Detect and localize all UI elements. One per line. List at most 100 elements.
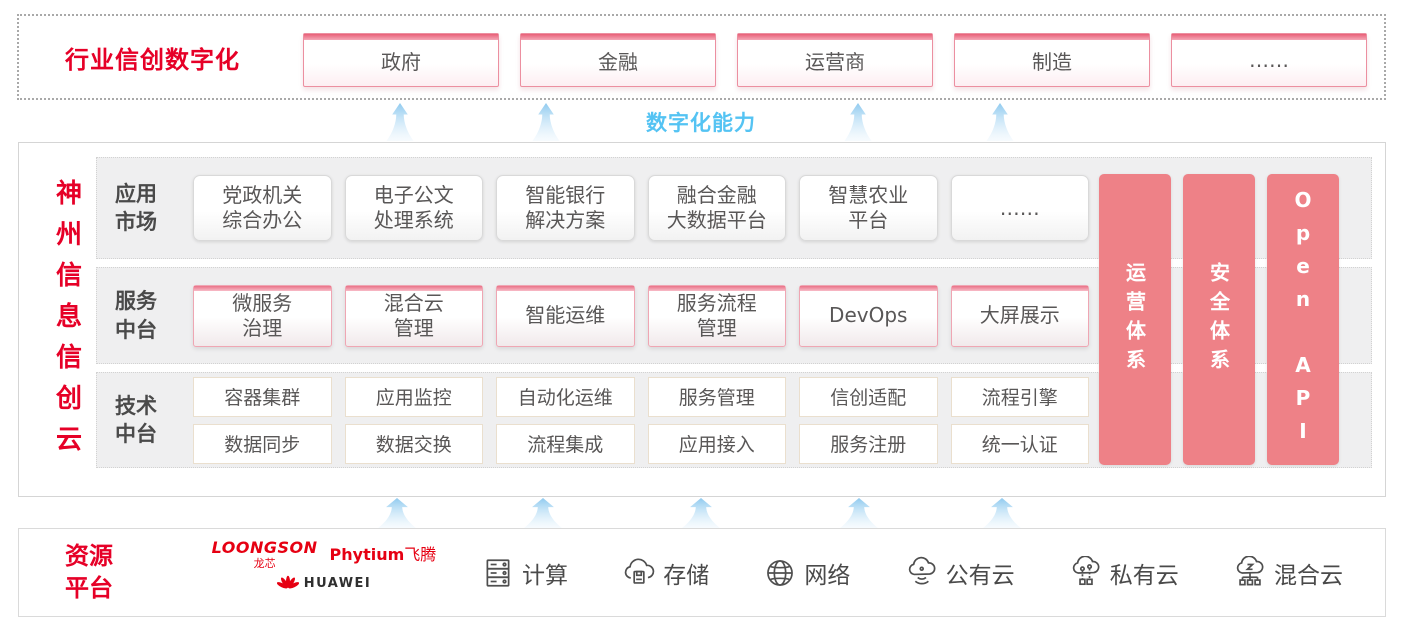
resource-items: 计算 存储 网络 xyxy=(459,529,1365,616)
resource-item-label: 混合云 xyxy=(1273,562,1343,589)
vendor-logos: LOONGSON 龙芯 Phytium飞腾 HUAWEI xyxy=(209,538,439,592)
box-accent-bar xyxy=(194,285,331,291)
service-box-label: 大屏展示 xyxy=(979,303,1060,327)
app-market-items: 党政机关 综合办公 电子公文 处理系统 智能银行 解决方案 融合金融 大数据平台… xyxy=(193,175,1089,241)
app-box: 智能银行 解决方案 xyxy=(496,175,635,241)
tech-box: 数据同步 xyxy=(193,423,332,464)
industry-box-operator: 运营商 xyxy=(737,33,933,87)
app-box: 智慧农业 平台 xyxy=(799,175,938,241)
industry-band-title: 行业信创数字化 xyxy=(65,45,240,74)
phytium-logo-text: Phytium xyxy=(329,545,405,564)
resource-item-hybrid-cloud: 混合云 xyxy=(1233,555,1343,590)
resource-item-compute: 计算 xyxy=(481,556,568,590)
box-accent-bar xyxy=(497,285,634,291)
tech-box: 服务注册 xyxy=(799,423,938,464)
resource-item-label: 公有云 xyxy=(945,562,1015,589)
box-accent-bar xyxy=(1172,34,1366,40)
box-accent-bar xyxy=(951,285,1088,291)
huawei-logo: HUAWEI xyxy=(209,575,439,592)
huawei-logo-text: HUAWEI xyxy=(303,576,372,591)
industry-box-more: …… xyxy=(1171,33,1367,87)
digital-capability-label: 数字化能力 xyxy=(646,111,756,135)
service-box: 服务流程 管理 xyxy=(647,284,786,347)
resource-item-label: 网络 xyxy=(804,562,851,589)
app-box: 电子公文 处理系统 xyxy=(344,175,483,241)
box-accent-bar xyxy=(304,34,498,40)
service-box-label: DevOps xyxy=(829,303,908,327)
huawei-flower-icon xyxy=(276,575,299,589)
box-accent-bar xyxy=(738,34,932,40)
up-arrow-icon xyxy=(532,103,560,141)
tech-box: 应用监控 xyxy=(344,376,483,417)
resource-item-label: 计算 xyxy=(522,562,568,589)
service-box: 混合云 管理 xyxy=(344,284,483,347)
resource-item-private-cloud: 私有云 xyxy=(1069,555,1179,590)
storage-icon xyxy=(624,557,655,584)
tech-box: 流程集成 xyxy=(496,423,635,464)
tech-box: 信创适配 xyxy=(799,376,938,417)
up-arrow-icon xyxy=(386,103,414,141)
box-accent-bar xyxy=(521,34,715,40)
box-accent-bar xyxy=(800,285,937,291)
tech-box: 服务管理 xyxy=(647,376,786,417)
up-arrow-icon xyxy=(844,103,872,141)
app-box: 融合金融 大数据平台 xyxy=(647,175,786,241)
industry-box-label: 运营商 xyxy=(805,49,865,74)
industry-box-label: …… xyxy=(1249,48,1289,72)
tech-box: 流程引擎 xyxy=(950,376,1089,417)
up-arrow-icon xyxy=(378,498,416,528)
tech-items: 容器集群 应用监控 自动化运维 服务管理 信创适配 流程引擎 数据同步 数据交换… xyxy=(193,376,1089,464)
side-bar-security-system: 安全体系 xyxy=(1183,174,1255,465)
loongson-logo-text: LOONGSON xyxy=(211,538,318,557)
app-box-more: …… xyxy=(950,175,1089,241)
tech-box: 自动化运维 xyxy=(496,376,635,417)
row-label-app-market: 应用 市场 xyxy=(115,181,157,234)
platform-vertical-title: 神州信息信创云 xyxy=(41,165,93,480)
service-box: 智能运维 xyxy=(496,284,635,347)
tech-items-row-1: 容器集群 应用监控 自动化运维 服务管理 信创适配 流程引擎 xyxy=(193,376,1089,417)
resource-item-network: 网络 xyxy=(763,556,850,590)
up-arrow-icon xyxy=(524,498,562,528)
service-box-label: 微服务 治理 xyxy=(232,290,293,340)
app-box: 党政机关 综合办公 xyxy=(193,175,332,241)
side-bar-open-api: Open API xyxy=(1267,174,1339,465)
loongson-logo-subtext: 龙芯 xyxy=(253,557,276,570)
tech-box: 应用接入 xyxy=(647,423,786,464)
row-label-service: 服务 中台 xyxy=(115,289,157,342)
service-platform-panel: 服务 中台 微服务 治理 混合云 管理 智能运维 服务流程 管理 DevOps … xyxy=(96,267,1372,364)
tech-platform-panel: 技术 中台 容器集群 应用监控 自动化运维 服务管理 信创适配 流程引擎 数据同… xyxy=(96,372,1372,468)
side-bar-label: 运营体系 xyxy=(1122,261,1147,378)
industry-box-label: 金融 xyxy=(598,49,638,74)
side-bar-operation-system: 运营体系 xyxy=(1099,174,1171,465)
up-arrow-icon xyxy=(840,498,878,528)
platform-vertical-title-text: 神州信息信创云 xyxy=(51,179,82,466)
phytium-logo-subtext: 飞腾 xyxy=(404,545,437,564)
service-box: 大屏展示 xyxy=(950,284,1089,347)
row-label-tech: 技术 中台 xyxy=(115,393,157,446)
industry-box-finance: 金融 xyxy=(520,33,716,87)
vendor-logos-row: LOONGSON 龙芯 Phytium飞腾 xyxy=(209,538,439,571)
industry-box-label: 政府 xyxy=(381,49,421,74)
industry-band: 行业信创数字化 政府 金融 运营商 制造 …… xyxy=(17,14,1386,100)
resource-item-label: 存储 xyxy=(663,562,710,589)
industry-box-manufacturing: 制造 xyxy=(954,33,1150,87)
network-icon xyxy=(767,559,794,586)
platform-box: 神州信息信创云 应用 市场 党政机关 综合办公 电子公文 处理系统 智能银行 解… xyxy=(18,142,1386,497)
resource-item-public-cloud: 公有云 xyxy=(905,556,1015,590)
box-accent-bar xyxy=(345,285,482,291)
resource-item-storage: 存储 xyxy=(622,556,709,590)
box-accent-bar xyxy=(955,34,1149,40)
service-items: 微服务 治理 混合云 管理 智能运维 服务流程 管理 DevOps 大屏展示 xyxy=(193,284,1089,347)
industry-box-row: 政府 金融 运营商 制造 …… xyxy=(303,33,1367,87)
loongson-logo: LOONGSON 龙芯 xyxy=(212,538,318,571)
phytium-logo: Phytium飞腾 xyxy=(330,541,437,565)
resource-band: 资源 平台 LOONGSON 龙芯 Phytium飞腾 HUAWEI xyxy=(18,528,1386,617)
public-cloud-icon xyxy=(908,556,936,585)
resource-item-label: 私有云 xyxy=(1109,562,1179,589)
up-arrow-icon xyxy=(983,498,1021,528)
private-cloud-icon xyxy=(1072,555,1100,585)
side-bar-label: 安全体系 xyxy=(1206,261,1231,378)
tech-items-row-2: 数据同步 数据交换 流程集成 应用接入 服务注册 统一认证 xyxy=(193,423,1089,464)
service-box: 微服务 治理 xyxy=(193,284,332,347)
industry-box-government: 政府 xyxy=(303,33,499,87)
